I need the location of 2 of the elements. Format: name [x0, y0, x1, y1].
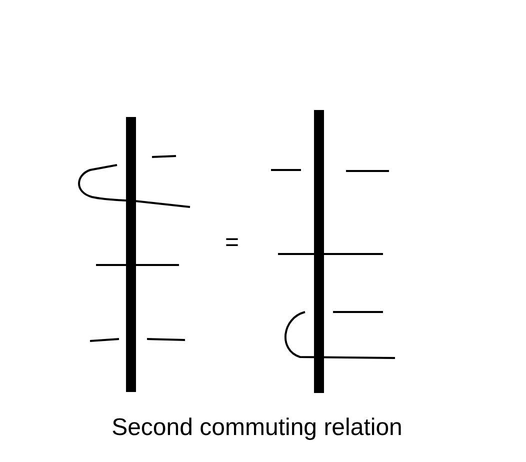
caption: Second commuting relation — [110, 414, 404, 442]
equals-sign: = — [225, 229, 240, 257]
